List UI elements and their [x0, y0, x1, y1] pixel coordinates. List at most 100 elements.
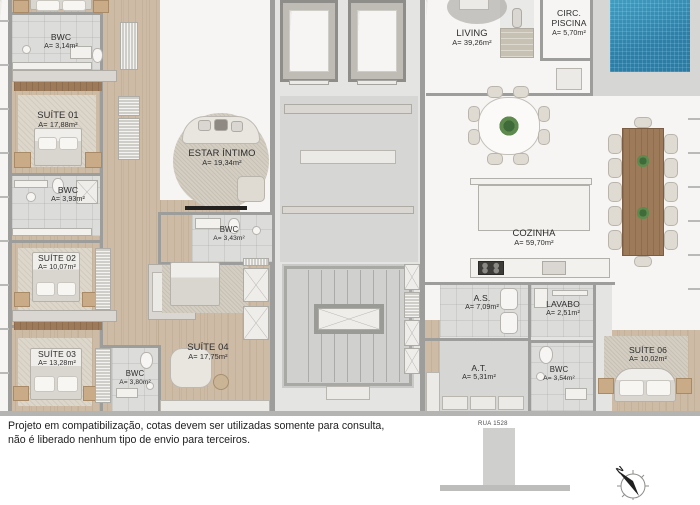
corridor-shelf — [120, 22, 138, 70]
window-mullion-left-9 — [0, 372, 9, 374]
corridor-closet-2 — [118, 96, 140, 116]
long-table-chair-r3 — [664, 182, 678, 202]
credenza-suite03 — [14, 322, 102, 330]
site-driveway — [483, 428, 515, 488]
lobby-partition — [282, 206, 414, 214]
svg-text:N: N — [614, 466, 625, 476]
lobby-bench — [300, 150, 396, 164]
kitchen-island — [478, 185, 590, 231]
pillow-s03-a — [34, 376, 55, 392]
wall-suite-divider-3 — [8, 240, 103, 243]
core-service-panel-4 — [404, 348, 420, 374]
console-bwc02 — [12, 228, 92, 236]
vanity-bwc04 — [195, 218, 221, 229]
bed-suite04 — [170, 262, 220, 306]
wall-as-right — [528, 285, 531, 415]
living-sofa — [459, 0, 489, 10]
nightstand-s01-left — [14, 152, 31, 168]
toilet-bwc01 — [92, 48, 103, 63]
pillow-s06-b — [646, 380, 671, 396]
core-service-panel-2 — [404, 292, 420, 318]
disclaimer-line-1: Projeto em compatibilização, cotas devem… — [8, 420, 385, 432]
wall-at-top — [425, 338, 530, 341]
long-dining-table — [622, 128, 664, 256]
window-mullion-right-4 — [688, 220, 700, 222]
wall-bwc05-left — [528, 340, 594, 343]
console-bwc01 — [12, 62, 92, 70]
swimming-pool — [610, 0, 690, 72]
living-pillar — [512, 8, 522, 28]
stair-void-frame — [314, 304, 384, 334]
long-table-chair-l4 — [608, 206, 622, 226]
long-table-chair-r2 — [664, 158, 678, 178]
stair-landing-door — [326, 386, 370, 400]
window-mullion-right-3 — [688, 186, 700, 188]
at-storage-1 — [442, 396, 468, 410]
round-dining-table — [478, 97, 540, 155]
dining-chair-r3 — [468, 106, 480, 122]
shelf-suite04 — [243, 258, 269, 266]
wall-kitchen-bottom — [425, 282, 615, 285]
compass-rose: N — [608, 464, 654, 502]
vanity-bwc02 — [14, 180, 48, 188]
closet-suite04-a — [243, 268, 269, 302]
dining-chair-r6 — [538, 129, 550, 145]
wall-pool-left — [590, 0, 593, 96]
wall-left-outer — [8, 0, 12, 415]
pillow-top-b — [62, 0, 86, 11]
pillow-s03-b — [57, 376, 78, 392]
window-mullion-left-3 — [0, 108, 9, 110]
lavabo-shelf — [552, 290, 588, 296]
core-service-panel-1 — [404, 264, 420, 290]
stair-void — [318, 308, 380, 330]
pillow-s02-a — [36, 282, 55, 296]
shower-bwc02 — [26, 192, 36, 202]
lobby-console — [284, 104, 412, 114]
window-mullion-left-2 — [0, 64, 9, 66]
cushion-estar-b — [214, 119, 228, 131]
wall-suite-divider-2 — [8, 173, 103, 176]
vanity-bwc03 — [116, 388, 138, 398]
closet-suite04-b — [243, 306, 269, 340]
vanity-bwc05 — [565, 388, 587, 400]
pool-coping — [592, 72, 700, 82]
window-mullion-left-4 — [0, 152, 9, 154]
core-service-panel-3 — [404, 320, 420, 346]
long-table-chair-r1 — [664, 134, 678, 154]
window-mullion-right-1 — [688, 118, 700, 120]
wall-bwc03-divider — [103, 345, 161, 348]
long-table-chair-l1 — [608, 134, 622, 154]
cushion-estar-a — [198, 120, 211, 131]
vanity-lavabo — [534, 288, 548, 308]
wardrobe-suite02-03 — [12, 310, 117, 322]
window-mullion-left-1 — [0, 20, 9, 22]
core-service-panel-5 — [426, 372, 440, 412]
window-mullion-right-6 — [688, 288, 700, 290]
pool-equipment-box — [556, 68, 582, 90]
pillow-s02-b — [57, 282, 76, 296]
kitchen-upper-cabinet — [470, 178, 592, 185]
window-mullion-left-6 — [0, 240, 9, 242]
nightstand-s03-left — [13, 386, 29, 401]
nightstand-top-left — [13, 0, 29, 13]
nightstand-top-right — [93, 0, 109, 13]
dining-chair-r2 — [513, 86, 529, 98]
dining-chair-r1 — [487, 86, 503, 98]
living-stair-rail — [500, 28, 534, 58]
floor-lobby — [280, 96, 418, 262]
wardrobe-suite01 — [12, 70, 117, 82]
pillow-s06-a — [619, 380, 644, 396]
nightstand-s02-left — [14, 292, 30, 307]
dining-chair-r4 — [468, 129, 480, 145]
shower-box-bwc02 — [76, 180, 98, 204]
kitchen-counter-run — [470, 258, 610, 278]
wall-living-right — [540, 0, 543, 60]
basin-bwc03 — [146, 382, 154, 390]
shower-bwc05 — [536, 372, 545, 381]
elevator-car-1 — [289, 10, 329, 72]
nightstand-s06-left — [598, 378, 614, 394]
shower-bwc04 — [252, 226, 261, 235]
tv-panel-estar — [185, 206, 247, 210]
north-arrow-icon: N — [614, 464, 649, 502]
